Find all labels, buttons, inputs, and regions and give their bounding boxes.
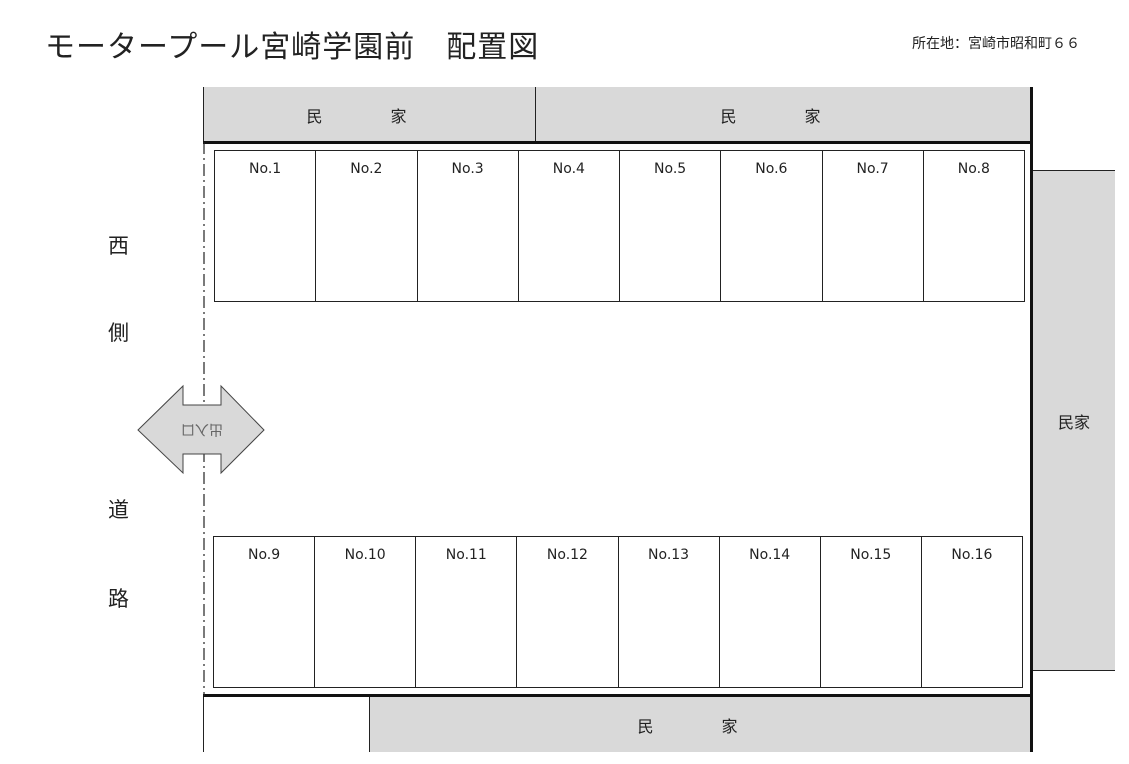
parking-slot: No.7	[823, 151, 924, 301]
divider	[369, 697, 370, 752]
parking-slot: No.8	[957, 161, 990, 177]
divider	[203, 697, 204, 752]
divider	[535, 87, 536, 142]
entrance-label: 出入口	[181, 421, 223, 437]
parking-slot: No.13	[619, 537, 720, 687]
neighbor-label: 民 家	[720, 106, 847, 126]
page-title: モータープール宮崎学園前 配置図	[45, 30, 540, 65]
parking-slot: No.6	[721, 151, 823, 301]
neighbor-label: 民 家	[306, 106, 433, 126]
neighbor-house-top-right: 民 家	[536, 87, 1031, 142]
parking-slot: No.11	[416, 537, 518, 687]
neighbor-label: 民 家	[637, 716, 764, 736]
road-label-char: 側	[108, 321, 129, 345]
parking-slot: No.10	[315, 537, 417, 687]
parking-slot: No.2	[316, 151, 418, 301]
parking-row-top: No.1 No.2 No.3 No.4 No.5 No.6 No.7 No.8	[214, 150, 1025, 302]
road-label-char: 西	[108, 234, 129, 258]
parking-slot: No.3	[418, 151, 519, 301]
neighbor-house-right: 民家	[1033, 170, 1115, 671]
parking-slot: No.16	[951, 547, 993, 563]
parking-slot: No.1	[215, 151, 317, 301]
parking-slot: No.14	[720, 537, 821, 687]
parking-slot: No.9	[214, 537, 316, 687]
lot-border-top	[203, 141, 1033, 144]
entrance-arrow-icon	[137, 384, 265, 475]
divider	[203, 87, 204, 142]
lot-border-west-road	[203, 142, 205, 696]
parking-row-bottom: No.9 No.10 No.11 No.12 No.13 No.14 No.15…	[213, 536, 1023, 688]
lot-border-bottom	[203, 694, 1033, 697]
address: 所在地：宮崎市昭和町６６	[912, 36, 1080, 52]
lot-border-right	[1030, 87, 1033, 752]
parking-slot: No.4	[519, 151, 620, 301]
parking-slot: No.5	[620, 151, 722, 301]
road-label-char: 路	[108, 587, 129, 611]
parking-slot: No.12	[517, 537, 619, 687]
neighbor-house-bottom: 民 家	[370, 697, 1031, 752]
neighbor-house-top-left: 民 家	[204, 87, 535, 142]
neighbor-label: 民家	[1057, 412, 1090, 432]
parking-slot: No.15	[821, 537, 922, 687]
road-label-char: 道	[108, 498, 129, 522]
